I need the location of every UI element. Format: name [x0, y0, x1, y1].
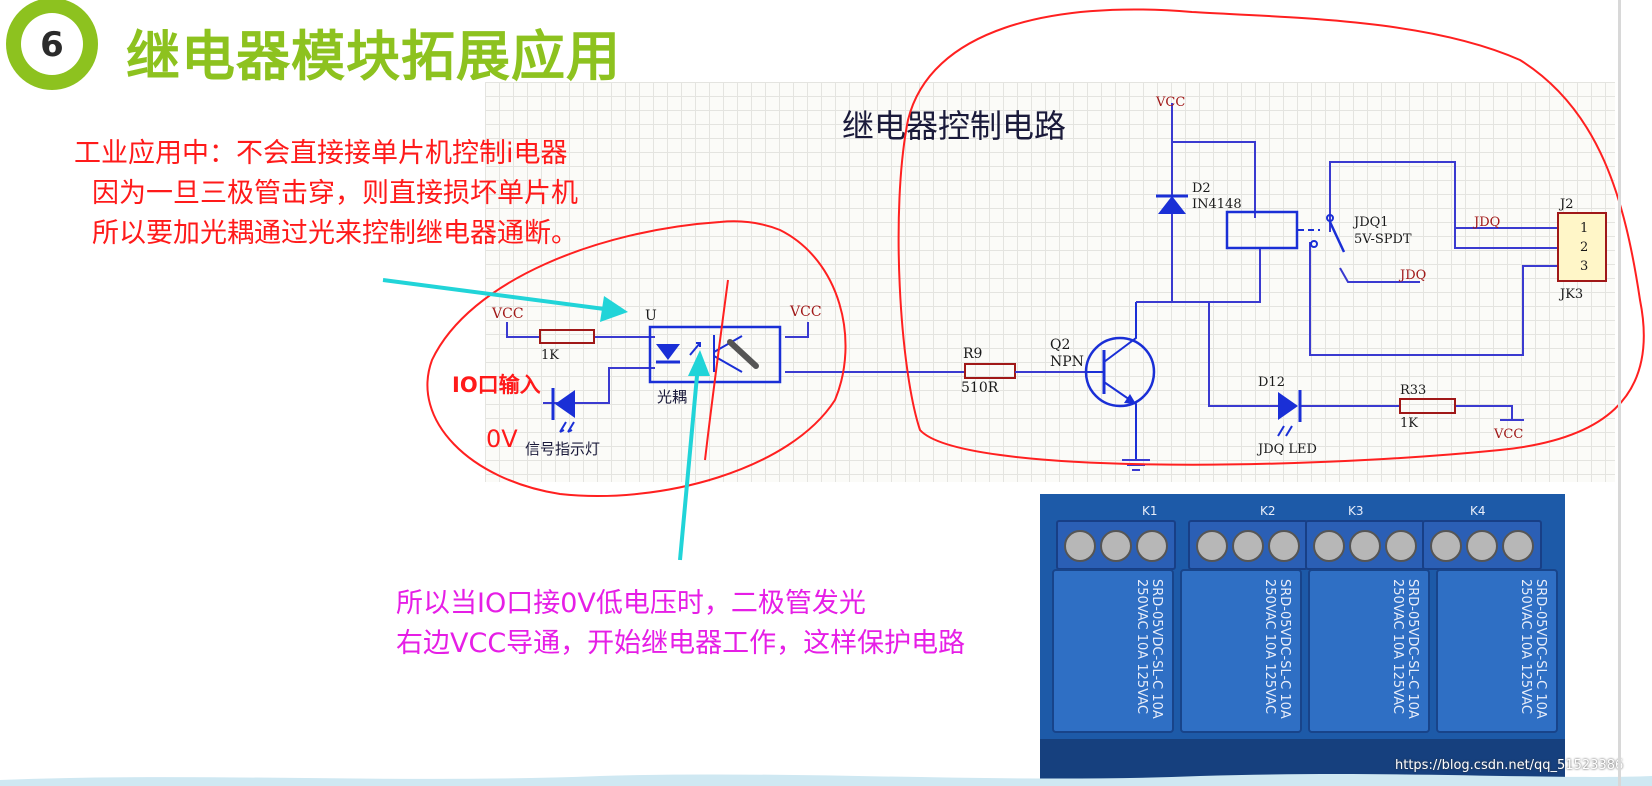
relay-label-k1: K1	[1142, 504, 1158, 518]
relay-label-k2: K2	[1260, 504, 1276, 518]
relay-module-photo: K1 K2 K3 K4 SRD-05VDC-SL-C 10A 250VAC 10…	[1040, 494, 1565, 786]
relay-block: SRD-05VDC-SL-C 10A 250VAC 10A 125VAC	[1180, 569, 1302, 733]
screw-icon	[1232, 530, 1264, 562]
relay-marking: SRD-05VDC-SL-C 10A 250VAC 10A 125VAC	[1262, 579, 1292, 719]
schematic-title: 继电器控制电路	[842, 107, 1066, 145]
label-jdq1: JDQ1	[1352, 215, 1389, 230]
label-d12: D12	[1258, 375, 1285, 390]
note-top-line-1: 工业应用中：不会直接接单片机控制i电器	[74, 138, 568, 169]
label-vcc-opto: VCC	[789, 304, 822, 320]
led-d12-icon	[1277, 390, 1302, 437]
label-q2: Q2	[1050, 337, 1070, 353]
label-vcc-top: VCC	[1155, 95, 1185, 110]
relay-block: SRD-05VDC-SL-C 10A 250VAC 10A 125VAC	[1436, 569, 1558, 733]
watermark-url: https://blog.csdn.net/qq_51523386	[1395, 758, 1624, 773]
relay-wiring	[1136, 103, 1558, 420]
relay-label-k4: K4	[1470, 504, 1486, 518]
input-wiring	[506, 322, 965, 404]
label-jk3: JK3	[1558, 287, 1583, 302]
label-d2: D2	[1192, 181, 1211, 196]
relay-switch-icon	[1310, 214, 1346, 253]
label-signal-led: 信号指示灯	[525, 440, 600, 458]
label-u: U	[645, 308, 657, 324]
circle-relay-section	[897, 8, 1645, 466]
screw-icon	[1136, 530, 1168, 562]
badge-inner	[21, 13, 83, 75]
label-vcc-right: VCC	[1493, 427, 1523, 442]
screw-icon	[1385, 530, 1417, 562]
label-optocoupler: 光耦	[657, 388, 687, 406]
annotation-io-input: IO口输入	[452, 373, 541, 397]
terminal-block	[1056, 520, 1176, 570]
slide-title: 继电器模块拓展应用	[126, 25, 621, 88]
label-j2: J2	[1558, 197, 1573, 212]
diode-d2-icon	[1156, 194, 1188, 214]
annotation-zero-v: 0V	[486, 425, 518, 453]
label-1k: 1K	[541, 348, 559, 363]
label-pin2: 2	[1580, 240, 1588, 255]
label-r9-value: 510R	[961, 380, 999, 396]
screw-icon	[1430, 530, 1462, 562]
npn-transistor-icon	[1084, 302, 1156, 460]
label-jdq1-part: 5V-SPDT	[1354, 232, 1412, 247]
label-r33-value: 1K	[1400, 416, 1418, 431]
relay-marking: SRD-05VDC-SL-C 10A 250VAC 10A 125VAC	[1134, 579, 1164, 719]
footer-wave	[0, 774, 1652, 786]
label-vcc-left: VCC	[491, 306, 524, 322]
screw-icon	[1268, 530, 1300, 562]
screw-icon	[1100, 530, 1132, 562]
signal-led-icon	[551, 388, 575, 433]
note-top-line-3: 所以要加光耦通过光来控制继电器通断。	[92, 218, 578, 249]
relay-marking: SRD-05VDC-SL-C 10A 250VAC 10A 125VAC	[1390, 579, 1420, 719]
terminal-block	[1422, 520, 1542, 570]
resistor-1k	[539, 329, 595, 344]
screw-icon	[1502, 530, 1534, 562]
label-q2-type: NPN	[1050, 354, 1084, 370]
screw-icon	[1064, 530, 1096, 562]
note-bottom-line-2: 右边VCC导通，开始继电器工作，这样保护电路	[396, 628, 966, 659]
separator-stroke	[704, 279, 729, 461]
optocoupler-icon	[648, 325, 782, 384]
screw-icon	[1313, 530, 1345, 562]
relay-label-k3: K3	[1348, 504, 1364, 518]
relay-block: SRD-05VDC-SL-C 10A 250VAC 10A 125VAC	[1052, 569, 1174, 733]
label-r33: R33	[1400, 383, 1426, 398]
label-jdq-led: JDQ LED	[1256, 442, 1317, 457]
scrollbar[interactable]	[1618, 0, 1621, 786]
screw-icon	[1466, 530, 1498, 562]
screw-icon	[1349, 530, 1381, 562]
slide-number-badge: 6	[6, 0, 98, 90]
resistor-r33	[1399, 398, 1456, 414]
slide-number: 6	[40, 25, 64, 65]
relay-block: SRD-05VDC-SL-C 10A 250VAC 10A 125VAC	[1308, 569, 1430, 733]
circle-input-section	[426, 220, 847, 497]
label-pin1: 1	[1580, 221, 1588, 236]
label-d2-part: IN4148	[1192, 197, 1242, 212]
screw-icon	[1196, 530, 1228, 562]
note-bottom-line-1: 所以当IO口接0V低电压时，二极管发光	[396, 588, 866, 619]
label-r9: R9	[963, 346, 982, 362]
relay-marking: SRD-05VDC-SL-C 10A 250VAC 10A 125VAC	[1518, 579, 1548, 719]
connector-j2-icon	[1557, 212, 1607, 282]
schematic-panel	[485, 82, 1615, 482]
arrow-from-bottom-note-icon	[678, 350, 710, 561]
note-top-line-2: 因为一旦三极管击穿，则直接损坏单片机	[92, 178, 578, 209]
label-jdq-bottom: JDQ	[1398, 268, 1426, 283]
label-jdq-out: JDQ	[1472, 215, 1500, 230]
relay-coil-icon	[1225, 210, 1299, 250]
label-pin3: 3	[1580, 259, 1588, 274]
arrow-to-optocoupler-icon	[382, 278, 628, 322]
resistor-r9	[964, 363, 1016, 379]
